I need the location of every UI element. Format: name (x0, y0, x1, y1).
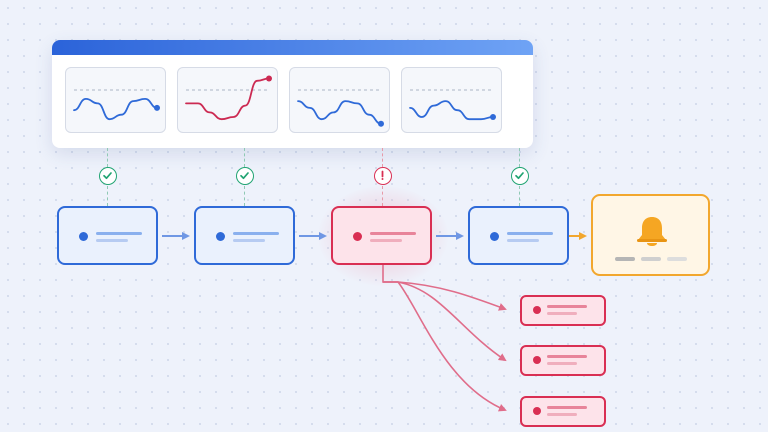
check-icon (511, 167, 529, 185)
metric-chart-1[interactable] (65, 67, 166, 133)
stage-label-line (233, 232, 279, 235)
connector-line-3 (382, 148, 383, 167)
stage-sublabel-line (233, 239, 265, 242)
series-end-point (154, 104, 160, 111)
metric-chart-4[interactable] (401, 67, 502, 133)
alert-text-pill (667, 257, 687, 261)
status-dot (533, 306, 541, 314)
check-icon (236, 167, 254, 185)
branch-task-2[interactable] (520, 345, 606, 376)
bell-icon (637, 217, 667, 246)
stage-sublabel-line (507, 239, 539, 242)
connector-line-4b (519, 186, 520, 206)
pipeline-stage-1[interactable] (57, 206, 158, 265)
sparkline (409, 89, 496, 121)
stage-sublabel-line (370, 239, 402, 242)
series-line (297, 100, 382, 125)
monitor-panel-header (52, 40, 533, 55)
branch-arrow-3 (383, 281, 507, 412)
alert-text-pill (615, 257, 635, 261)
stage-label-line (370, 232, 416, 235)
sparkline (185, 75, 272, 121)
series-end-point (490, 113, 496, 120)
check-icon (99, 167, 117, 185)
series-end-point (378, 120, 384, 127)
pipeline-stage-3-error[interactable] (331, 206, 432, 265)
status-dot (353, 232, 362, 241)
series-line (409, 100, 494, 121)
connector-line-2b (244, 186, 245, 206)
task-sublabel-line (547, 413, 577, 416)
status-dot (216, 232, 225, 241)
task-label-line (547, 355, 587, 358)
sparkline (297, 89, 384, 127)
pipeline-stage-2[interactable] (194, 206, 295, 265)
connector-line-1 (107, 148, 108, 167)
branch-task-3[interactable] (520, 396, 606, 427)
stage-label-line (507, 232, 553, 235)
status-dot (490, 232, 499, 241)
metric-chart-3[interactable] (289, 67, 390, 133)
series-line (185, 77, 270, 121)
branch-task-1[interactable] (520, 295, 606, 326)
status-dot (533, 356, 541, 364)
stage-label-line (96, 232, 142, 235)
task-label-line (547, 305, 587, 308)
series-end-point (266, 75, 272, 82)
metric-chart-2[interactable] (177, 67, 278, 133)
task-sublabel-line (547, 312, 577, 315)
alert-text-pill (641, 257, 661, 261)
connector-line-3b (382, 186, 383, 206)
sparkline (73, 89, 160, 121)
pipeline-stage-4[interactable] (468, 206, 569, 265)
connector-line-2 (244, 148, 245, 167)
alert-notification[interactable] (591, 194, 710, 276)
branch-arrow-2 (383, 281, 507, 362)
series-line (73, 97, 158, 121)
stage-sublabel-line (96, 239, 128, 242)
task-sublabel-line (547, 362, 577, 365)
status-dot (79, 232, 88, 241)
status-dot (533, 407, 541, 415)
task-label-line (547, 406, 587, 409)
connector-line-1b (107, 186, 108, 206)
connector-line-4 (519, 148, 520, 167)
exclamation-icon (374, 167, 392, 185)
